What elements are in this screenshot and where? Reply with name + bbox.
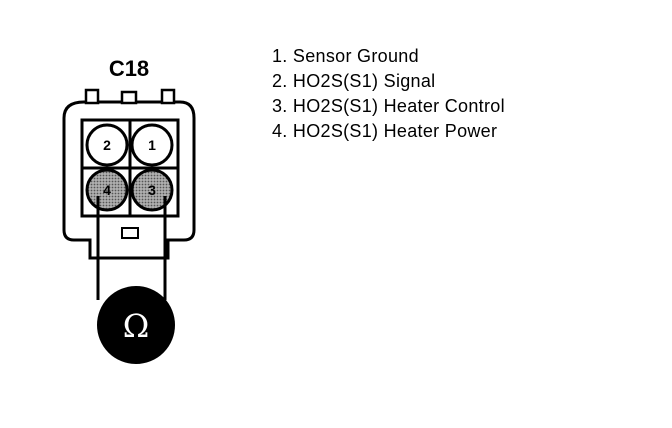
ohmmeter	[97, 286, 175, 364]
pin-1-label: 1	[148, 137, 156, 153]
legend-item: 1. Sensor Ground	[272, 46, 419, 66]
pin-4-label: 4	[103, 182, 111, 198]
connector-label: C18	[109, 56, 149, 81]
pin-legend: 1. Sensor Ground 2. HO2S(S1) Signal 3. H…	[272, 46, 505, 141]
pin-3	[130, 168, 174, 212]
pin-2-label: 2	[103, 137, 111, 153]
pin-3-label: 3	[148, 182, 156, 198]
legend-item: 2. HO2S(S1) Signal	[272, 71, 435, 91]
legend-item: 4. HO2S(S1) Heater Power	[272, 121, 497, 141]
legend-item: 3. HO2S(S1) Heater Control	[272, 96, 505, 116]
housing-tab-right	[160, 88, 176, 105]
pin-2	[85, 123, 129, 167]
lock-slot	[121, 227, 139, 239]
housing-tab-left	[84, 88, 100, 105]
ohm-icon: Ω	[123, 307, 150, 345]
housing-tab-center	[120, 90, 138, 105]
pin-1	[130, 123, 174, 167]
